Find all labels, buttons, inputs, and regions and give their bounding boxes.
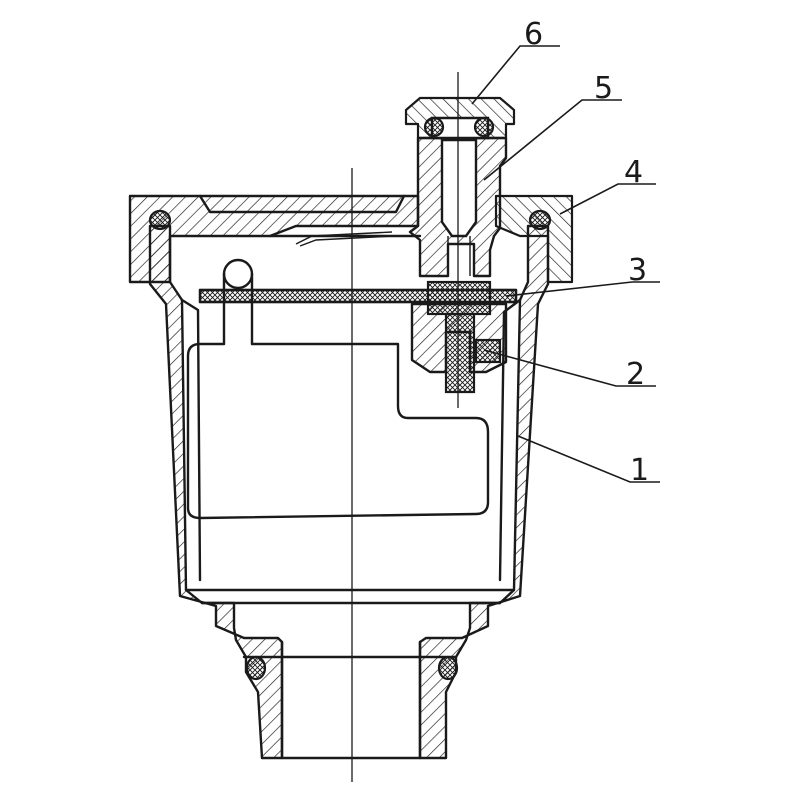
bottom-o-ring-left [245, 655, 267, 681]
label-5: 5 [594, 71, 613, 106]
leader-2 [483, 349, 656, 387]
top-o-ring-right [473, 116, 495, 138]
float-body [186, 342, 490, 520]
cap-o-ring-right [528, 209, 552, 231]
leader-1 [517, 435, 660, 483]
cap-recess [198, 194, 406, 214]
leader-3 [505, 281, 660, 297]
lever-arm-outline [198, 288, 518, 304]
top-o-ring-left [423, 116, 445, 138]
body-floor-line [184, 588, 516, 605]
label-3: 3 [628, 253, 647, 288]
bottom-o-ring-right [437, 655, 459, 681]
spring-clip [295, 231, 395, 247]
leader-5 [483, 99, 622, 181]
leader-6 [471, 45, 560, 105]
valve-pin [444, 312, 476, 394]
float-hanger [222, 272, 254, 346]
label-4: 4 [624, 155, 643, 190]
label-1: 1 [630, 453, 649, 488]
cap-o-ring-left [148, 209, 172, 231]
stem-bore [440, 138, 478, 238]
body-left-wall [148, 224, 284, 760]
float-pivot [222, 258, 254, 290]
label-6: 6 [524, 17, 543, 52]
leader-4 [559, 183, 656, 215]
outlet-pipe [280, 640, 422, 760]
valve-block [426, 280, 492, 316]
cap-left [128, 194, 420, 284]
label-2: 2 [626, 357, 645, 392]
